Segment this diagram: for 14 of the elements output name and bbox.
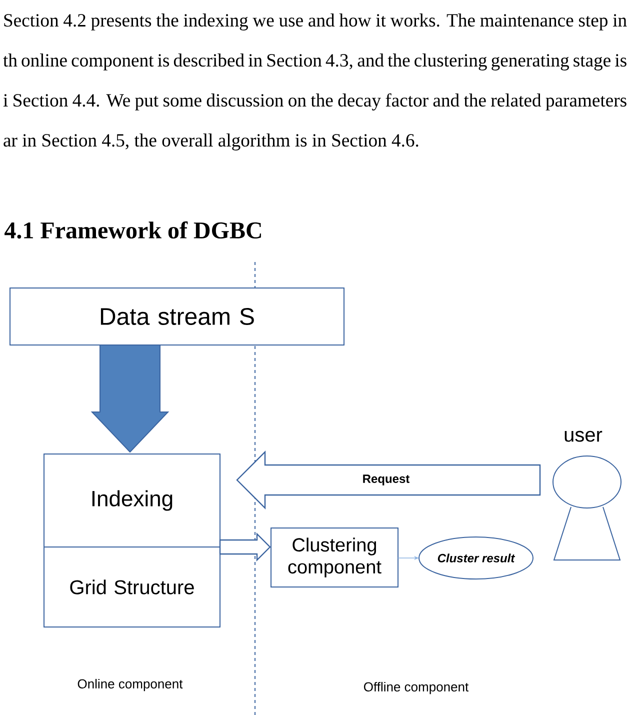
region-label: Online component <box>78 678 183 692</box>
process-box: Indexing <box>44 454 220 548</box>
section-heading: 4.1 Framework of DGBC <box>4 221 261 239</box>
block-arrow <box>236 450 541 510</box>
process-box: Data stream S <box>10 288 344 346</box>
process-box: Clustering component <box>270 528 398 588</box>
user-figure <box>552 456 622 560</box>
edge-label: Request <box>363 474 410 486</box>
block-arrow <box>219 532 271 562</box>
user-label: user <box>564 430 602 442</box>
process-box: Grid Structure <box>44 546 220 628</box>
block-arrow <box>90 344 170 453</box>
region-label: Offline component <box>364 682 469 694</box>
body-paragraph: Section 4.2 presents the indexing we use and how it works. The maintenance step in th online component is described in Section 4.3, and the clustering generating stage is i Section 4.4. We put some discussion on the decay factor and the related parameters ar in Section 4.5, the overall algorithm is in Section 4.6. <box>3 14 627 150</box>
